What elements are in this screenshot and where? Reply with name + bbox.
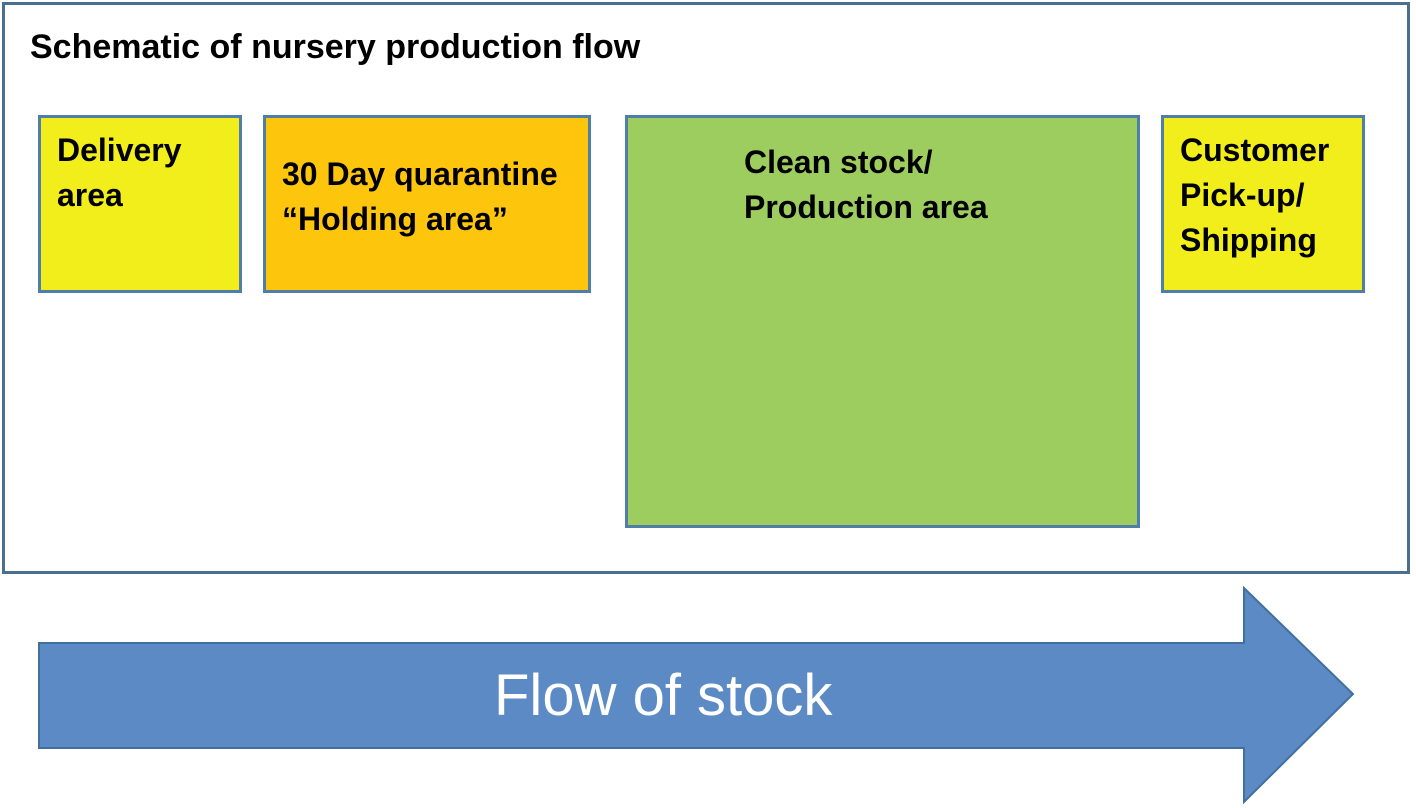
quarantine-holding-area-label: 30 Day quarantine “Holding area”	[282, 156, 558, 237]
diagram-title: Schematic of nursery production flow	[30, 28, 641, 66]
delivery-area-label: Delivery area	[57, 132, 182, 213]
customer-shipping-box: Customer Pick-up/ Shipping	[1161, 115, 1365, 293]
quarantine-holding-area-box: 30 Day quarantine “Holding area”	[263, 115, 591, 293]
flow-arrow	[38, 585, 1355, 805]
customer-shipping-label: Customer Pick-up/ Shipping	[1180, 132, 1330, 258]
production-area-box: Clean stock/ Production area	[625, 115, 1140, 528]
delivery-area-box: Delivery area	[38, 115, 242, 293]
production-area-label: Clean stock/ Production area	[744, 144, 988, 225]
flow-arrow-shape	[38, 585, 1355, 805]
flow-label: Flow of stock	[494, 663, 833, 728]
